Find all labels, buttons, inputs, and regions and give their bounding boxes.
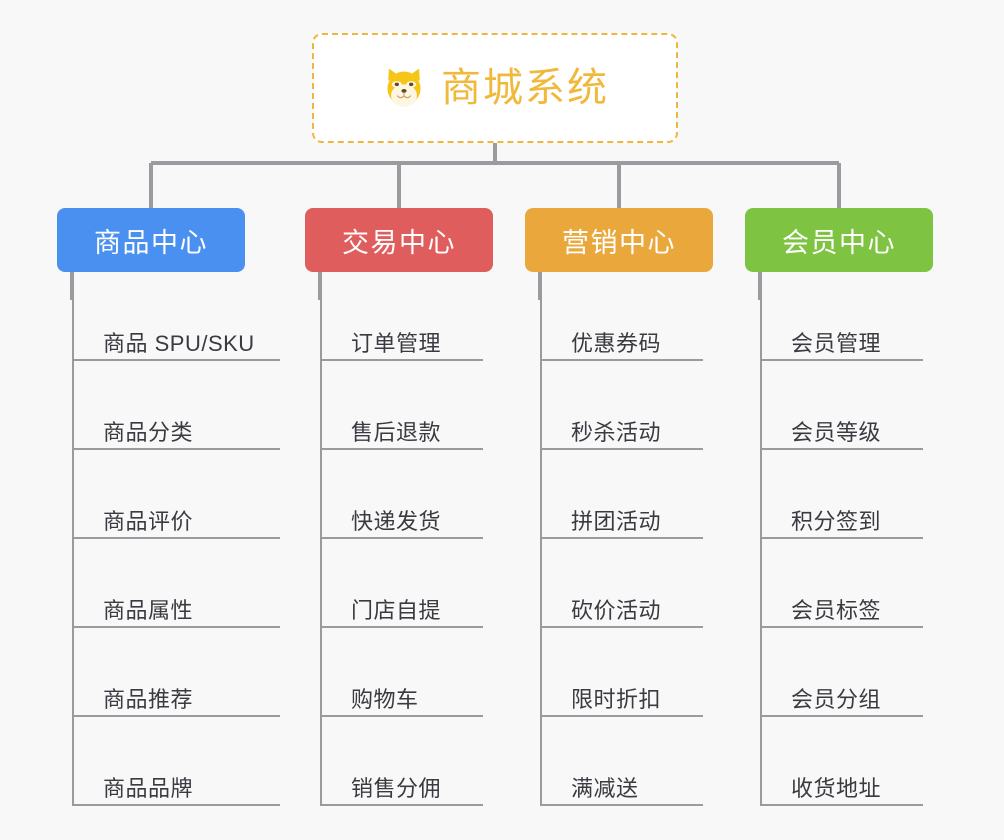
list-item[interactable]: 商品评价 bbox=[72, 450, 280, 539]
branch-header-3[interactable]: 会员中心 bbox=[745, 208, 933, 272]
list-item[interactable]: 满减送 bbox=[540, 717, 713, 806]
branch-column-3: 会员中心 会员管理 会员等级 积分签到 会员标签 会员分组 收货地址 bbox=[745, 208, 933, 806]
list-item[interactable]: 优惠券码 bbox=[540, 272, 713, 361]
child-label: 优惠券码 bbox=[571, 330, 662, 356]
child-label: 订单管理 bbox=[351, 330, 442, 356]
branch-header-1[interactable]: 交易中心 bbox=[305, 208, 493, 272]
list-item[interactable]: 商品属性 bbox=[72, 539, 280, 628]
root-node[interactable]: 商城系统 bbox=[312, 33, 678, 143]
child-label: 快递发货 bbox=[351, 508, 442, 534]
child-label: 会员等级 bbox=[791, 419, 882, 445]
child-label: 会员分组 bbox=[791, 686, 882, 712]
list-item[interactable]: 砍价活动 bbox=[540, 539, 713, 628]
list-item[interactable]: 秒杀活动 bbox=[540, 361, 713, 450]
child-label: 会员管理 bbox=[791, 330, 882, 356]
child-label: 商品品牌 bbox=[103, 775, 194, 801]
child-label: 砍价活动 bbox=[571, 597, 662, 623]
branch-column-0: 商品中心 商品 SPU/SKU 商品分类 商品评价 商品属性 商品推荐 商品品牌 bbox=[57, 208, 280, 806]
child-label: 拼团活动 bbox=[571, 508, 662, 534]
list-item[interactable]: 售后退款 bbox=[320, 361, 493, 450]
child-label: 售后退款 bbox=[351, 419, 442, 445]
branch-children-0: 商品 SPU/SKU 商品分类 商品评价 商品属性 商品推荐 商品品牌 bbox=[57, 272, 280, 806]
branch-header-2[interactable]: 营销中心 bbox=[525, 208, 713, 272]
child-label: 满减送 bbox=[571, 775, 639, 801]
list-item[interactable]: 商品品牌 bbox=[72, 717, 280, 806]
list-item[interactable]: 拼团活动 bbox=[540, 450, 713, 539]
list-item[interactable]: 商品推荐 bbox=[72, 628, 280, 717]
branch-header-0[interactable]: 商品中心 bbox=[57, 208, 245, 272]
child-label: 会员标签 bbox=[791, 597, 882, 623]
child-label: 商品 SPU/SKU bbox=[103, 330, 255, 356]
list-item[interactable]: 会员标签 bbox=[760, 539, 933, 628]
list-item[interactable]: 商品分类 bbox=[72, 361, 280, 450]
child-label: 购物车 bbox=[351, 686, 419, 712]
list-item[interactable]: 会员管理 bbox=[760, 272, 933, 361]
list-item[interactable]: 限时折扣 bbox=[540, 628, 713, 717]
list-item[interactable]: 会员分组 bbox=[760, 628, 933, 717]
branch-column-1: 交易中心 订单管理 售后退款 快递发货 门店自提 购物车 销售分佣 bbox=[305, 208, 493, 806]
branch-children-3: 会员管理 会员等级 积分签到 会员标签 会员分组 收货地址 bbox=[745, 272, 933, 806]
list-item[interactable]: 积分签到 bbox=[760, 450, 933, 539]
child-label: 秒杀活动 bbox=[571, 419, 662, 445]
list-item[interactable]: 收货地址 bbox=[760, 717, 933, 806]
child-label: 商品推荐 bbox=[103, 686, 194, 712]
shiba-dog-icon bbox=[387, 68, 421, 107]
list-item[interactable]: 购物车 bbox=[320, 628, 493, 717]
list-item[interactable]: 商品 SPU/SKU bbox=[72, 272, 280, 361]
list-item[interactable]: 快递发货 bbox=[320, 450, 493, 539]
child-label: 商品评价 bbox=[103, 508, 194, 534]
list-item[interactable]: 门店自提 bbox=[320, 539, 493, 628]
branch-children-2: 优惠券码 秒杀活动 拼团活动 砍价活动 限时折扣 满减送 bbox=[525, 272, 713, 806]
child-label: 销售分佣 bbox=[351, 775, 442, 801]
branch-column-2: 营销中心 优惠券码 秒杀活动 拼团活动 砍价活动 限时折扣 满减送 bbox=[525, 208, 713, 806]
root-title: 商城系统 bbox=[441, 66, 609, 110]
list-item[interactable]: 销售分佣 bbox=[320, 717, 493, 806]
list-item[interactable]: 订单管理 bbox=[320, 272, 493, 361]
child-label: 商品分类 bbox=[103, 419, 194, 445]
child-label: 商品属性 bbox=[103, 597, 194, 623]
child-label: 积分签到 bbox=[791, 508, 882, 534]
child-label: 收货地址 bbox=[791, 775, 882, 801]
list-item[interactable]: 会员等级 bbox=[760, 361, 933, 450]
child-label: 限时折扣 bbox=[571, 686, 662, 712]
child-label: 门店自提 bbox=[351, 597, 442, 623]
branch-children-1: 订单管理 售后退款 快递发货 门店自提 购物车 销售分佣 bbox=[305, 272, 493, 806]
